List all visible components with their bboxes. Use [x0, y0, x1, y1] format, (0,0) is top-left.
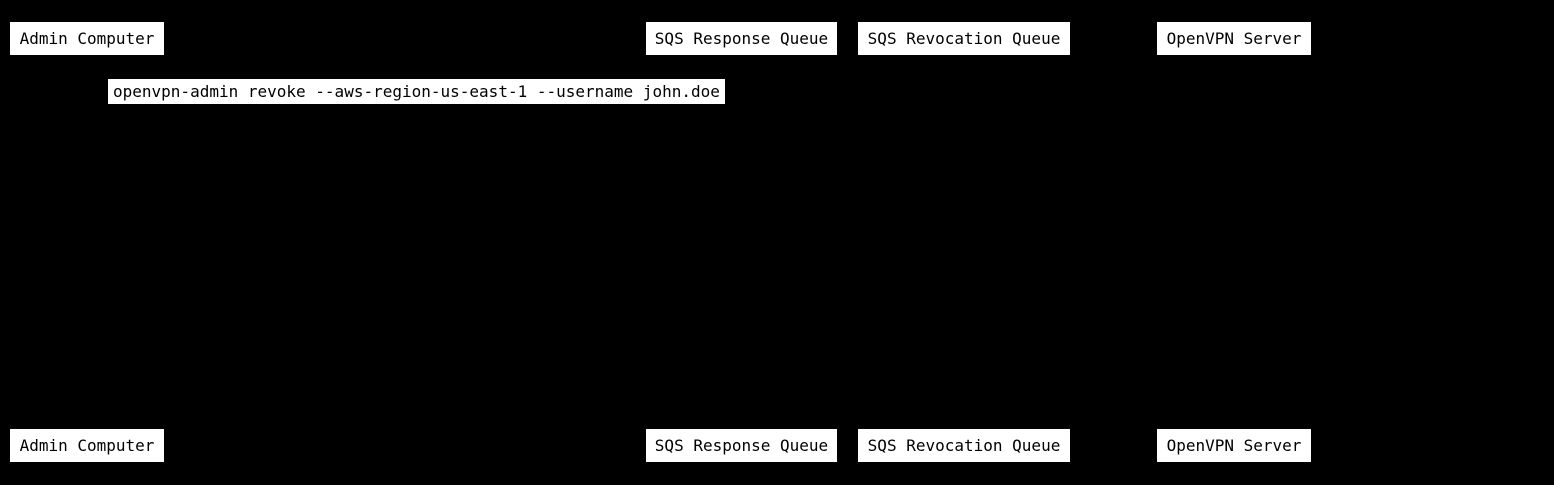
lifeline-sqs-response-queue — [741, 55, 742, 429]
participant-box-sqs-revocation-queue-top: SQS Revocation Queue — [858, 22, 1070, 55]
participant-box-admin-computer-bottom: Admin Computer — [10, 429, 164, 462]
participant-box-sqs-revocation-queue-bottom: SQS Revocation Queue — [858, 429, 1070, 462]
lifeline-admin-computer — [87, 55, 88, 429]
participant-box-sqs-response-queue-bottom: SQS Response Queue — [646, 429, 837, 462]
participant-box-admin-computer-top: Admin Computer — [10, 22, 164, 55]
participant-box-openvpn-server-bottom: OpenVPN Server — [1157, 429, 1311, 462]
lifeline-sqs-revocation-queue — [964, 55, 965, 429]
lifeline-openvpn-server — [1234, 55, 1235, 429]
message-label-revoke-command: openvpn-admin revoke --aws-region-us-eas… — [108, 79, 725, 104]
participant-box-openvpn-server-top: OpenVPN Server — [1157, 22, 1311, 55]
participant-box-sqs-response-queue-top: SQS Response Queue — [646, 22, 837, 55]
